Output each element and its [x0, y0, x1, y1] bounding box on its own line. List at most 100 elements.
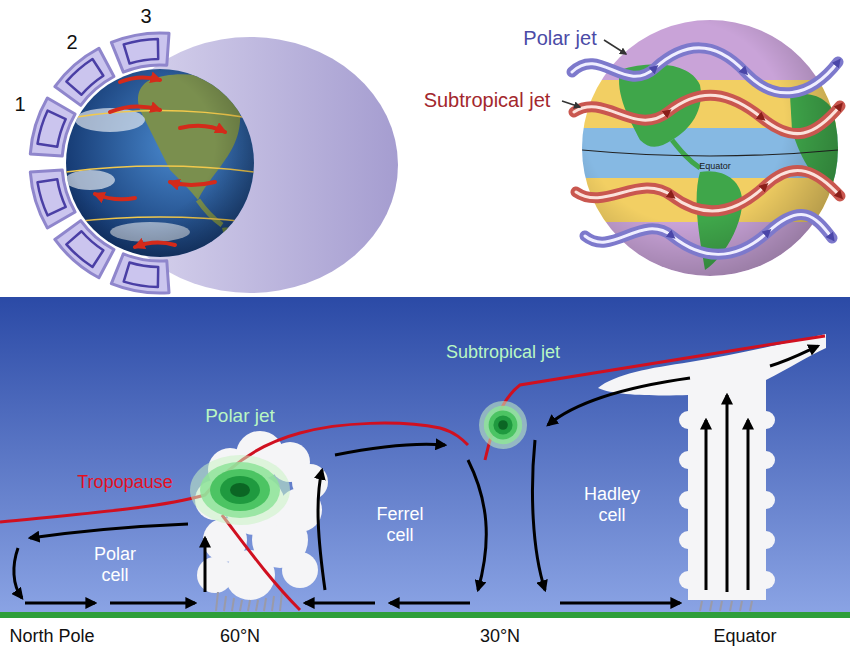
cloud — [757, 571, 775, 589]
circulation-arrow — [305, 602, 375, 605]
jet-globe — [582, 20, 838, 276]
rain — [240, 600, 242, 611]
rain — [232, 598, 234, 611]
jet-ring — [479, 401, 527, 449]
jet-stream-band — [572, 48, 840, 254]
rain — [730, 601, 732, 611]
cell-globe — [66, 69, 254, 257]
cloud — [282, 552, 318, 588]
axis-label: North Pole — [9, 626, 94, 647]
jet-ring — [493, 415, 512, 434]
cell-loop — [36, 110, 66, 149]
cloud — [757, 411, 775, 429]
circulation-cell — [27, 97, 77, 163]
circulation-arrow — [30, 524, 188, 538]
circulation-arrow — [110, 602, 195, 605]
cell-globe — [222, 228, 251, 258]
circulation-arrow — [25, 602, 95, 605]
cloud — [598, 334, 826, 600]
cloud — [679, 411, 697, 429]
cloud — [679, 571, 697, 589]
rain — [740, 601, 742, 611]
cell-globe — [27, 30, 398, 296]
circulation-arrow — [390, 602, 470, 605]
leader-arrow — [604, 40, 626, 54]
jet-label: Subtropical jet — [424, 89, 551, 112]
cloud — [197, 557, 233, 593]
wind-arrow — [110, 106, 160, 112]
cell-label: Hadley cell — [576, 484, 648, 525]
cell-loop — [124, 262, 161, 288]
circulation-arrow — [14, 346, 818, 603]
jet-ring — [230, 483, 250, 497]
circulation-arrow — [726, 395, 729, 592]
cloud — [679, 491, 697, 509]
circulation-arrow — [548, 378, 690, 425]
cloud — [757, 491, 775, 509]
circulation-arrow — [204, 538, 207, 592]
callout-number: 1 — [14, 93, 25, 116]
circulation-arrow — [335, 444, 445, 455]
jet-stream-band — [572, 48, 838, 93]
cell-loop — [66, 229, 106, 268]
jet-stream-band — [574, 95, 840, 133]
cell-loop — [36, 177, 66, 216]
jet-stream-band — [585, 215, 832, 255]
jet-globe — [580, 18, 840, 278]
leader-arrow — [562, 40, 626, 107]
jet-label: Polar jet — [523, 27, 596, 50]
ground — [0, 612, 850, 618]
callout-number: 3 — [140, 5, 151, 28]
wind-arrow — [170, 182, 215, 185]
rain — [216, 592, 218, 611]
wind-arrow — [180, 126, 225, 132]
circulation-arrow — [747, 420, 750, 590]
cross-section — [0, 297, 850, 612]
circulation-cell — [27, 30, 174, 296]
cell-loop — [36, 38, 161, 288]
cell-loop — [66, 58, 106, 97]
leader-arrow — [562, 101, 580, 107]
wind-arrow — [95, 77, 225, 247]
cross-section — [0, 297, 850, 618]
cloud — [679, 451, 697, 469]
circulation-cell — [27, 163, 77, 229]
circulation-arrow — [468, 460, 486, 590]
jet-ring — [498, 420, 508, 430]
subtropical-jet-core: Subtropical jet — [479, 401, 527, 449]
jet-ring — [484, 406, 522, 444]
axis-label: Equator — [713, 626, 776, 647]
cell-globe — [66, 69, 254, 257]
jet-stream-band — [585, 215, 832, 255]
rain — [256, 600, 258, 611]
jet-label: Polar jet — [205, 405, 275, 427]
rain — [272, 596, 274, 611]
axis-label: 60°N — [220, 626, 260, 647]
jet-ring — [200, 462, 280, 518]
jet-core-shape — [479, 401, 527, 449]
globe-label: Equator — [699, 161, 731, 171]
tropopause-line — [222, 515, 300, 610]
rain — [700, 601, 702, 611]
jet-label: Subtropical jet — [446, 342, 560, 363]
cloud — [757, 531, 775, 549]
rain — [248, 600, 250, 611]
circulation-arrow — [705, 420, 708, 590]
circulation-cell — [53, 46, 120, 110]
cloud — [757, 451, 775, 469]
circulation-cell — [111, 30, 174, 73]
polar-jet-core: Polar jet — [190, 455, 290, 525]
rain — [264, 598, 266, 611]
jet-stream-band — [576, 171, 840, 211]
cell-globe — [65, 54, 254, 258]
rain — [224, 596, 226, 611]
cell-label: Polar cell — [85, 544, 145, 585]
wind-arrow — [135, 242, 175, 247]
circulation-arrow — [532, 440, 545, 590]
tropopause-line — [0, 336, 825, 610]
jet-stream-band — [576, 171, 840, 211]
circulation-cell — [111, 253, 174, 296]
rain — [710, 601, 712, 611]
jet-ring — [210, 469, 270, 511]
wind-arrow — [95, 194, 135, 199]
